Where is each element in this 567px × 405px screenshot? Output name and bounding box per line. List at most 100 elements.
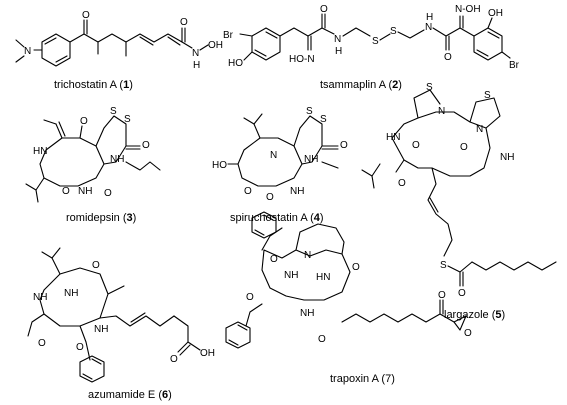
macrocycle: [39, 137, 105, 187]
atom-o: O: [318, 334, 326, 345]
atom-o: O: [246, 292, 254, 303]
isopropyl-group: [41, 251, 61, 275]
chain: [432, 27, 475, 37]
atom-n: N: [334, 34, 341, 45]
benzyl-bond: [79, 325, 91, 361]
bond: [239, 33, 253, 37]
carbonyl-bond: [179, 344, 191, 356]
atom-oh: OH: [488, 8, 503, 19]
isopropyl-group: [125, 161, 161, 171]
atom-o: O: [244, 186, 252, 197]
phenyl-ring-bottom: [225, 321, 251, 349]
bond: [253, 113, 263, 125]
macrocycle: [237, 137, 303, 187]
atom-nh: NH: [304, 154, 318, 165]
aromatic-double-bond: [91, 358, 102, 365]
structure-romidepsin: S S HN NH NH O O O O: [25, 106, 161, 203]
atom-n: N: [304, 250, 311, 261]
oxime-label: HO-N: [289, 54, 315, 65]
caption-largazole: largazole (5): [444, 309, 505, 321]
alkene-bond: [167, 36, 181, 46]
ethylene: [342, 27, 371, 37]
atom-br: Br: [509, 60, 520, 71]
disulfide-bond: [379, 33, 391, 41]
atom-hn: HN: [33, 146, 47, 157]
bond: [199, 44, 209, 51]
side-chain: [99, 315, 175, 327]
atom-o: O: [76, 342, 84, 353]
atom-o: O: [142, 140, 150, 151]
aromatic-double-bond: [44, 37, 57, 45]
atom-o: O: [352, 262, 360, 273]
alkene-bond: [55, 123, 63, 139]
aromatic-double-bond: [82, 373, 93, 380]
aromatic-double-bond: [476, 49, 489, 57]
methyl-bond: [107, 285, 125, 295]
polyene-chain: [69, 33, 183, 43]
atom-o: O: [444, 52, 452, 63]
atom-o: O: [458, 288, 466, 299]
atom-n: N: [192, 48, 199, 59]
carbonyl-bond: [395, 159, 405, 173]
atom-o: O: [38, 338, 46, 349]
atom-br: Br: [223, 30, 234, 41]
atom-o: O: [320, 4, 328, 15]
benzene-ring-left: [251, 27, 281, 61]
alkyl-chain: [341, 313, 441, 323]
side-chain: [427, 167, 453, 257]
aromatic-double-bond: [487, 31, 500, 39]
atom-s: S: [124, 114, 131, 125]
structure-trichostatin-a: N O O N H OH: [15, 10, 223, 71]
bond: [51, 247, 61, 259]
bond: [487, 17, 493, 29]
atom-ho: HO: [228, 58, 243, 69]
macrocycle: [261, 249, 351, 301]
acid-chain: [173, 315, 201, 351]
aromatic-double-bond: [228, 339, 239, 346]
ethylene: [397, 29, 425, 39]
caption-tsammaplin-a: tsammaplin A (2): [320, 79, 402, 91]
structure-tsammaplin-a: Br HO HO-N O N H S S N H O N-OH OH Br: [223, 4, 520, 71]
caption-trichostatin-a: trichostatin A (1): [54, 79, 133, 91]
atom-nh: NH: [33, 292, 47, 303]
atom-s: S: [484, 90, 491, 101]
atom-o: O: [92, 260, 100, 271]
bond: [35, 189, 39, 203]
atom-h: H: [426, 12, 433, 23]
thiazoline-ring: [413, 89, 441, 119]
atom-h: H: [335, 46, 342, 57]
alkene-bond: [429, 197, 439, 213]
benzyl-bond: [261, 227, 283, 251]
atom-n: N: [24, 46, 31, 57]
structure-spiruchostatin-a: S S HO N NH NH O O O: [212, 106, 348, 203]
benzyl-bond: [245, 303, 263, 327]
atom-o: O: [62, 186, 70, 197]
atom-o: O: [398, 178, 406, 189]
bond: [371, 175, 375, 189]
methyl-bond: [15, 55, 25, 63]
methyl-bond: [27, 313, 45, 337]
bicyclic-bridge: [293, 115, 323, 165]
methyl-bond: [15, 39, 25, 48]
isopropyl-group: [25, 177, 45, 191]
thioester-bond: [447, 261, 473, 273]
caption-spiruchostatin-a: spiruchostatin A (4): [230, 212, 324, 224]
atom-s: S: [306, 106, 313, 117]
alkene-bond: [139, 36, 154, 46]
atom-n: N: [476, 124, 483, 135]
atom-nh: NH: [64, 288, 78, 299]
carbonyl-bond: [177, 341, 189, 353]
bond: [43, 119, 57, 125]
caption-azumamide-e: azumamide E (6): [88, 389, 172, 401]
aromatic-double-bond: [254, 229, 265, 236]
bicyclic-bridge: [95, 115, 127, 165]
atom-o: O: [180, 17, 188, 28]
piperidine-ring: [295, 223, 345, 255]
atom-o: O: [82, 10, 90, 21]
atom-hn: HN: [386, 132, 400, 143]
atom-nh: NH: [500, 152, 514, 163]
atom-s: S: [440, 260, 447, 271]
bond: [321, 27, 335, 35]
atom-h: H: [193, 60, 200, 71]
atom-s: S: [372, 36, 379, 47]
